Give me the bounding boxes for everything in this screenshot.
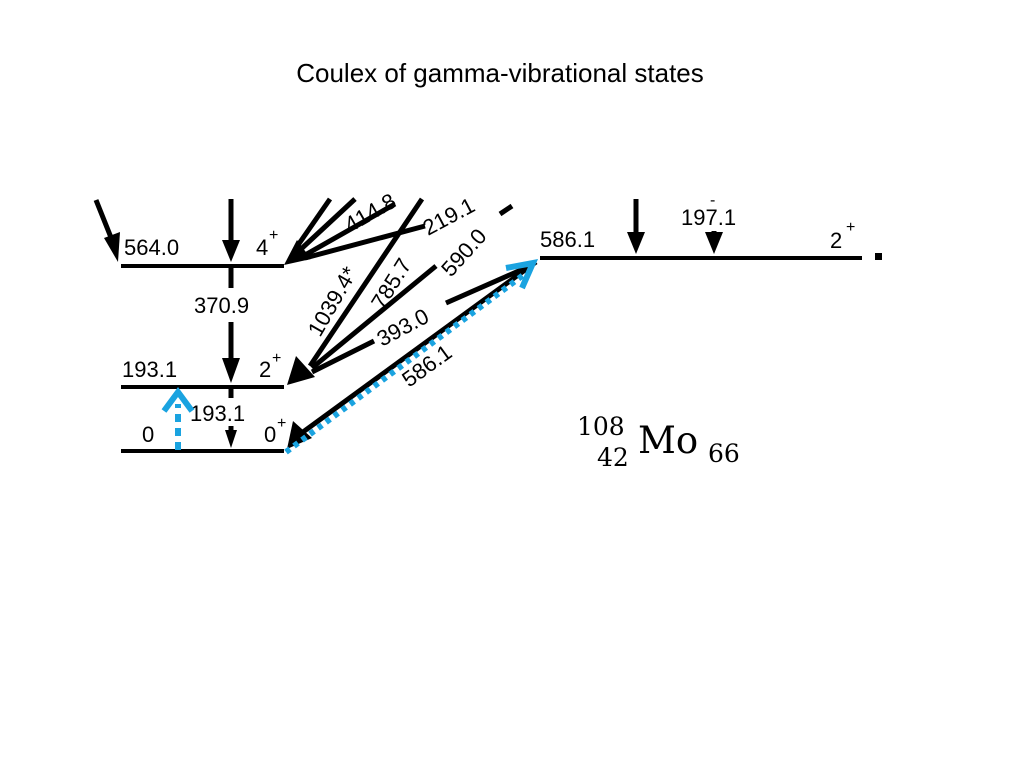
gamma-586-line (301, 259, 538, 435)
gamma-197-arrowhead (705, 232, 723, 254)
gamma-414-line-b (298, 197, 357, 252)
gamma-393-line-lower (310, 338, 376, 375)
gamma-785-line (310, 264, 438, 370)
level-ground-spin: 0 (264, 422, 276, 447)
gamma-414-label: 414.8 (340, 188, 400, 237)
feeding-arrowhead-564 (222, 240, 240, 262)
arrowhead-4plus (284, 240, 311, 265)
gamma-370-label: 370.9 (194, 293, 249, 318)
gamma-785-label: 785.7 (366, 254, 416, 314)
level-586-energy: 586.1 (540, 227, 595, 252)
level-193-spin: 2 (259, 357, 271, 382)
nucleus-neutron-number: 66 (708, 439, 740, 468)
transition-arrows (93, 197, 723, 449)
gamma-197-superscript: - (710, 192, 715, 209)
level-193-parity: + (272, 350, 281, 367)
gamma-1039-line (307, 197, 425, 368)
gamma-370-arrowhead (222, 358, 240, 383)
level-193-energy: 193.1 (122, 357, 177, 382)
diagram-title: Coulex of gamma-vibrational states (296, 58, 704, 88)
nucleus-atomic-number: 42 (597, 443, 629, 472)
nucleus-symbol: Mo (638, 419, 698, 462)
gamma-193-label: 193.1 (190, 401, 245, 426)
gamma-586-label: 586.1 (397, 339, 456, 392)
feeding-arrow-left (93, 199, 115, 241)
gamma-197-label: 197.1 (681, 205, 736, 230)
arrowhead-ground (287, 421, 312, 449)
feeding-arrowhead-586 (627, 232, 645, 254)
excitation-586-arrowhead (505, 259, 539, 290)
level-564-parity: + (269, 227, 278, 244)
level-564-spin: 4 (256, 235, 268, 260)
level-586-parity: + (846, 219, 855, 236)
nucleus-mass-number: 108 (577, 412, 625, 441)
gamma-785-line-upper (498, 203, 514, 217)
gamma-393-line-upper (444, 263, 532, 306)
gamma-414-line-c (303, 201, 397, 258)
arrowhead-2plus (287, 356, 315, 385)
feeding-arrowhead-left (104, 232, 120, 262)
level-564-energy: 564.0 (124, 235, 179, 260)
level-586-spin: 2 (830, 228, 842, 253)
gamma-193-arrowhead (225, 430, 237, 448)
level-ground-energy: 0 (142, 422, 154, 447)
gamma-219-line (304, 223, 426, 261)
gamma-414-line-a (293, 197, 333, 250)
excitation-193-arrowhead (161, 386, 195, 413)
level-ground-parity: + (277, 415, 286, 432)
level-586-continuation-mark (875, 253, 882, 260)
